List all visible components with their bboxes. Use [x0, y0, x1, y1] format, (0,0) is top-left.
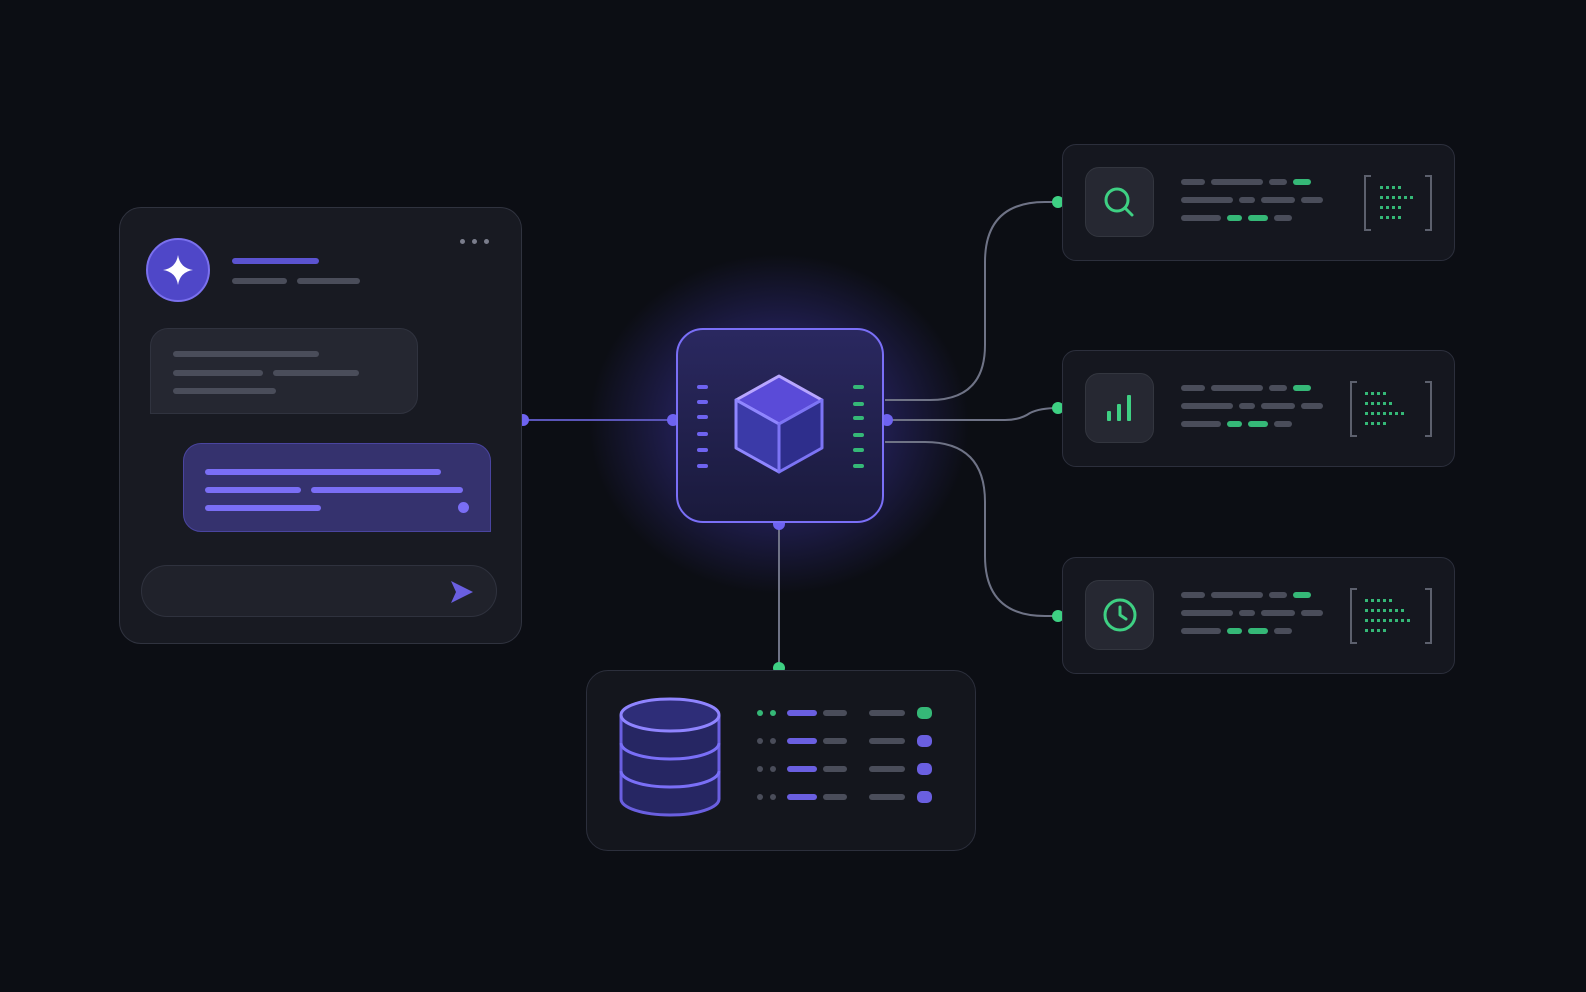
tool-output-preview [1350, 381, 1432, 437]
cube-icon [734, 374, 824, 474]
tool-output-preview [1350, 588, 1432, 644]
connector-hub-search [885, 201, 1058, 401]
outgoing-line-4 [205, 505, 321, 511]
outgoing-line-3 [311, 487, 463, 493]
incoming-message-bubble [150, 328, 418, 414]
hub-right-ports [853, 385, 864, 468]
tool-text-lines [1181, 385, 1331, 435]
outgoing-message-bubble [183, 443, 491, 532]
tool-card-chart[interactable] [1062, 350, 1455, 467]
tool-icon-tile [1085, 580, 1154, 650]
connector-hub-chart [885, 407, 1059, 421]
outgoing-line-1 [205, 469, 441, 475]
incoming-line-4 [173, 388, 276, 394]
node-search-in [1052, 196, 1064, 208]
send-icon[interactable] [448, 579, 476, 605]
message-input[interactable] [141, 565, 497, 617]
more-dots-icon[interactable] [460, 238, 494, 246]
connector-hub-clock [885, 441, 1058, 617]
outgoing-line-2 [205, 487, 301, 493]
tool-icon-tile [1085, 167, 1154, 237]
hub-left-ports [697, 385, 708, 468]
db-row [757, 763, 947, 775]
db-row [757, 707, 947, 719]
tool-card-clock[interactable] [1062, 557, 1455, 674]
sparkle-icon [163, 255, 193, 285]
tool-card-search[interactable] [1062, 144, 1455, 261]
avatar [146, 238, 210, 302]
database-icon [619, 697, 721, 817]
chat-panel [119, 207, 522, 644]
tool-text-lines [1181, 592, 1331, 642]
clock-icon [1103, 598, 1137, 632]
database-card[interactable] [586, 670, 976, 851]
tool-icon-tile [1085, 373, 1154, 443]
tool-output-preview [1364, 175, 1432, 231]
incoming-line-1 [173, 351, 319, 357]
bar-chart-icon [1107, 395, 1131, 421]
typing-dot [458, 502, 469, 513]
db-row [757, 791, 947, 803]
tool-text-lines [1181, 179, 1331, 229]
search-icon [1104, 187, 1134, 217]
db-row [757, 735, 947, 747]
node-clock-in [1052, 610, 1064, 622]
chat-subtitle-placeholder-2 [297, 278, 360, 284]
node-chart-in [1052, 402, 1064, 414]
chat-title-placeholder [232, 258, 319, 264]
incoming-line-2 [173, 370, 263, 376]
database-rows [757, 707, 947, 827]
chat-subtitle-placeholder-1 [232, 278, 287, 284]
incoming-line-3 [273, 370, 359, 376]
